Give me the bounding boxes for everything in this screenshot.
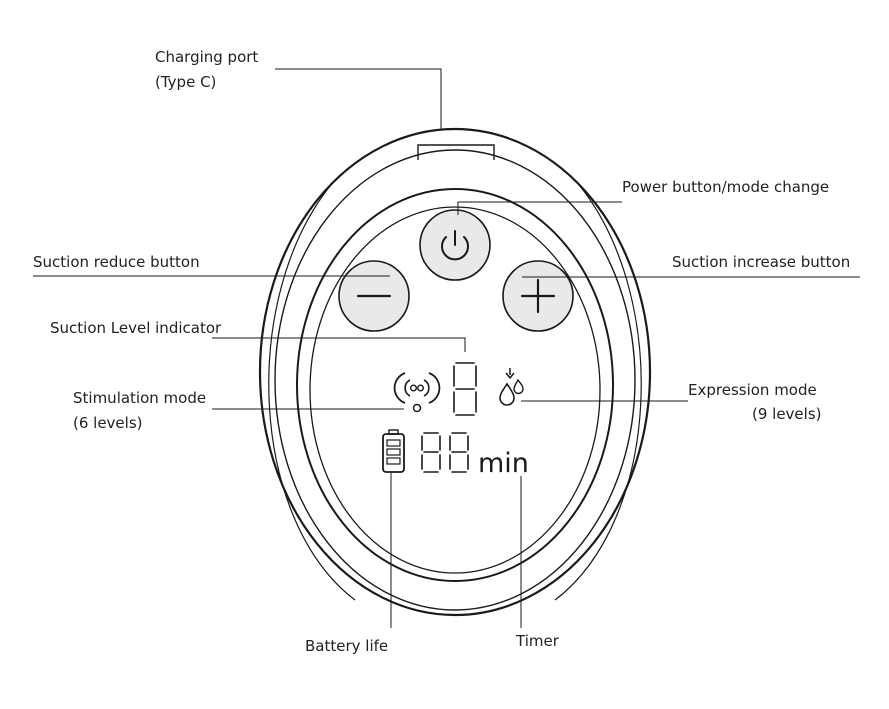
label-stimulation-levels: (6 levels) xyxy=(73,414,143,432)
label-battery-life: Battery life xyxy=(305,637,388,655)
suction-reduce-button[interactable] xyxy=(338,260,410,332)
suction-level-digit xyxy=(453,362,477,416)
label-expression-mode: Expression mode xyxy=(688,381,817,399)
power-button[interactable] xyxy=(419,209,491,281)
power-icon xyxy=(441,230,469,261)
charging-port xyxy=(417,144,495,160)
device-body xyxy=(258,127,652,617)
label-suction-reduce: Suction reduce button xyxy=(33,253,200,271)
leader-power-button xyxy=(457,201,622,215)
leader-charging-port xyxy=(275,68,442,130)
leader-lines xyxy=(33,68,860,628)
leader-suction-level xyxy=(212,337,466,352)
label-suction-increase: Suction increase button xyxy=(672,253,850,271)
label-timer: Timer xyxy=(515,632,560,650)
suction-increase-button[interactable] xyxy=(502,260,574,332)
label-charging-port-type: (Type C) xyxy=(155,73,216,91)
label-stimulation-mode: Stimulation mode xyxy=(73,389,206,407)
timer-digit-2 xyxy=(449,432,469,473)
timer-digit-1 xyxy=(421,432,441,473)
battery-icon xyxy=(382,429,405,473)
label-charging-port: Charging port xyxy=(155,48,258,66)
plus-icon xyxy=(520,278,556,314)
stimulation-icon xyxy=(393,372,441,413)
label-suction-level: Suction Level indicator xyxy=(50,319,222,337)
droplet-icon xyxy=(499,368,524,406)
timer-unit: min xyxy=(478,448,529,479)
label-power-button: Power button/mode change xyxy=(622,178,829,196)
label-expression-levels: (9 levels) xyxy=(752,405,822,423)
